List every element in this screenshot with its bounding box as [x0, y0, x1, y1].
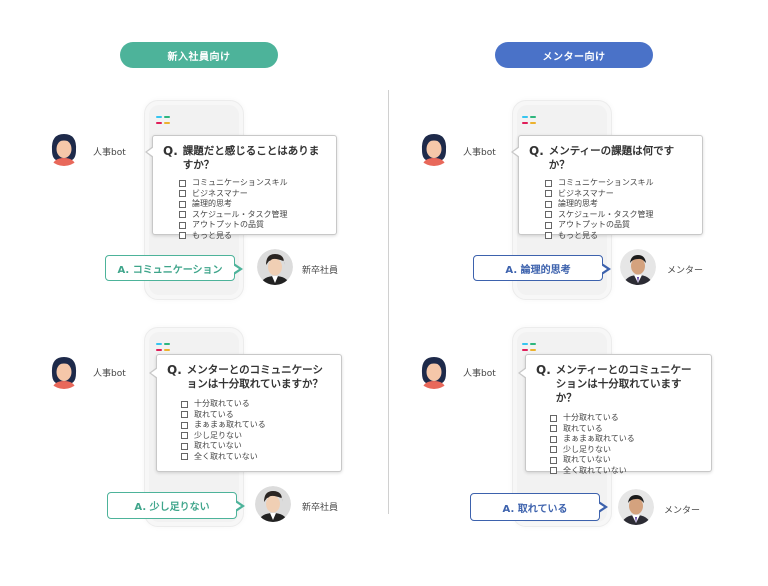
slack-logo-icon [522, 340, 536, 354]
option-checkbox[interactable]: 取れている [181, 410, 331, 421]
option-checkbox[interactable]: 取れている [550, 424, 701, 435]
option-checkbox[interactable]: アウトプットの品質 [545, 220, 692, 231]
checkbox-icon [550, 425, 557, 433]
checkbox-icon [181, 453, 188, 461]
question-text: Q.メンティーとのコミュニケーションは十分取れていますか？ [536, 363, 692, 404]
slack-logo-icon [522, 113, 536, 127]
option-checkbox[interactable]: アウトプットの品質 [179, 220, 326, 231]
checkbox-icon [181, 421, 188, 429]
woman-avatar-icon [46, 130, 82, 166]
question-text: Q.課題だと感じることはありますか？ [163, 144, 320, 171]
checkbox-icon [179, 179, 186, 187]
option-checkbox[interactable]: まぁまぁ取れている [181, 420, 331, 431]
bot-name: 人事bot [463, 148, 496, 158]
bot-name: 人事bot [93, 369, 126, 379]
answer-bubble: A. 少し足りない [107, 492, 245, 519]
option-checkbox[interactable]: もっと見る [545, 231, 692, 242]
answer-bubble: A. コミュニケーション [105, 255, 243, 281]
question-text: Q.メンターとのコミュニケーションは十分取れていますか？ [167, 363, 323, 390]
woman-avatar-icon [416, 353, 452, 389]
mentor-header-pill: メンター向け [495, 42, 653, 68]
option-checkbox[interactable]: 少し足りない [550, 445, 701, 456]
option-checkbox[interactable]: 全く取れていない [550, 466, 701, 477]
option-checkbox[interactable]: 全く取れていない [181, 452, 331, 463]
user-name: 新卒社員 [302, 503, 339, 513]
checkbox-icon [550, 446, 557, 454]
checkbox-icon [181, 442, 188, 450]
option-checkbox[interactable]: 論理的思考 [545, 199, 692, 210]
option-checkbox[interactable]: まぁまぁ取れている [550, 434, 701, 445]
bot-name: 人事bot [93, 148, 126, 158]
checkbox-icon [545, 179, 552, 187]
checkbox-icon [179, 232, 186, 240]
answer-bubble: A. 取れている [470, 493, 608, 521]
user-name: メンター [667, 266, 704, 276]
question-text: Q.メンティーの課題は何ですか？ [529, 144, 675, 171]
checkbox-icon [181, 432, 188, 440]
man-avatar-icon [620, 249, 656, 285]
checkbox-icon [545, 232, 552, 240]
option-checkbox[interactable]: スケジュール・タスク管理 [545, 210, 692, 221]
bot-name: 人事bot [463, 369, 496, 379]
question-card: Q.メンターとのコミュニケーションは十分取れていますか？ 十分取れている 取れて… [149, 354, 342, 472]
option-checkbox[interactable]: 取れていない [550, 455, 701, 466]
center-divider [388, 90, 389, 514]
question-card: Q.メンティーの課題は何ですか？ コミュニケーションスキル ビジネスマナー 論理… [511, 135, 703, 240]
user-name: 新卒社員 [302, 266, 339, 276]
option-checkbox[interactable]: 少し足りない [181, 431, 331, 442]
man-avatar-icon [618, 489, 654, 525]
option-checkbox[interactable]: 十分取れている [181, 399, 331, 410]
checkbox-icon [181, 400, 188, 408]
user-name: メンター [664, 506, 701, 516]
young-man-avatar-icon [257, 249, 293, 285]
option-checkbox[interactable]: 十分取れている [550, 413, 701, 424]
option-checkbox[interactable]: コミュニケーションスキル [545, 178, 692, 189]
checkbox-icon [550, 414, 557, 422]
young-man-avatar-icon [255, 486, 291, 522]
option-checkbox[interactable]: 取れていない [181, 441, 331, 452]
woman-avatar-icon [46, 353, 82, 389]
checkbox-icon [545, 221, 552, 229]
slack-logo-icon [156, 113, 170, 127]
checkbox-icon [550, 467, 557, 475]
option-checkbox[interactable]: もっと見る [179, 231, 326, 242]
checkbox-icon [545, 190, 552, 198]
option-checkbox[interactable]: 論理的思考 [179, 199, 326, 210]
option-checkbox[interactable]: ビジネスマナー [545, 189, 692, 200]
option-checkbox[interactable]: ビジネスマナー [179, 189, 326, 200]
question-card: Q.課題だと感じることはありますか？ コミュニケーションスキル ビジネスマナー … [145, 135, 337, 240]
option-checkbox[interactable]: スケジュール・タスク管理 [179, 210, 326, 221]
checkbox-icon [179, 200, 186, 208]
checkbox-icon [550, 456, 557, 464]
question-card: Q.メンティーとのコミュニケーションは十分取れていますか？ 十分取れている 取れ… [518, 354, 712, 475]
checkbox-icon [179, 221, 186, 229]
slack-logo-icon [156, 340, 170, 354]
newcomer-header-pill: 新入社員向け [120, 42, 278, 68]
checkbox-icon [181, 411, 188, 419]
woman-avatar-icon [416, 130, 452, 166]
checkbox-icon [545, 211, 552, 219]
checkbox-icon [550, 435, 557, 443]
checkbox-icon [545, 200, 552, 208]
checkbox-icon [179, 190, 186, 198]
answer-bubble: A. 論理的思考 [473, 255, 611, 281]
option-checkbox[interactable]: コミュニケーションスキル [179, 178, 326, 189]
checkbox-icon [179, 211, 186, 219]
